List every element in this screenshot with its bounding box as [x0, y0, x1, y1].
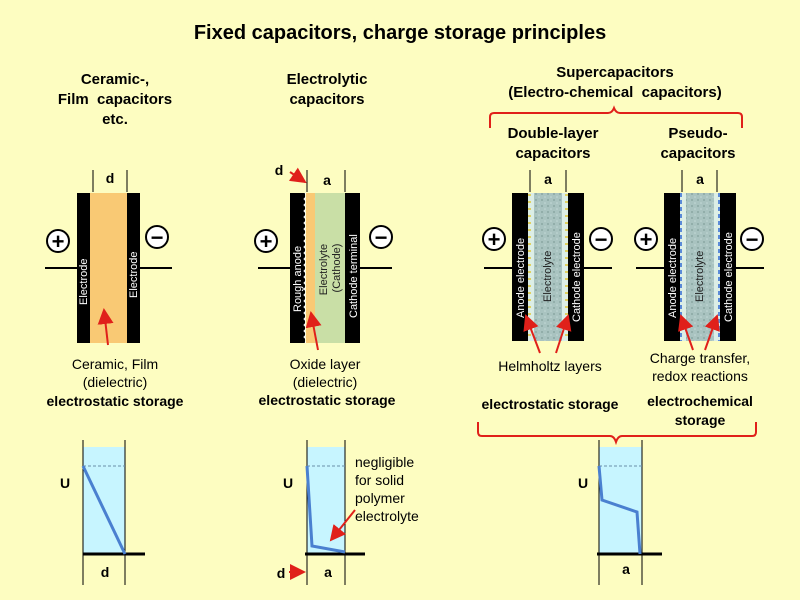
graph-electrolytic-x-a: a — [324, 564, 332, 580]
dim-d-electrolytic: d — [275, 162, 284, 178]
pseudo-cathode-label: Cathode electrode — [723, 232, 735, 322]
graph-ceramic-x: d — [101, 564, 110, 580]
dim-a-pseudo: a — [696, 171, 704, 187]
plus-icon — [634, 227, 658, 251]
dl-cathode-label: Cathode electrode — [571, 232, 583, 322]
graph-electrolytic — [289, 440, 365, 585]
dl-electrolyte-label: Electrolyte — [542, 251, 554, 302]
plus-symbol: + — [52, 229, 65, 254]
electrolyte-line1: Electrolyte — [318, 244, 330, 295]
plus-icon — [46, 229, 70, 253]
graph-supercap-y: U — [578, 475, 588, 491]
heading-electrolytic: Electrolytic capacitors — [286, 71, 368, 108]
graph-supercap-x: a — [622, 561, 630, 577]
ceramic-electrode-right — [127, 193, 140, 343]
electrode-left-label: Electrode — [78, 259, 90, 305]
dim-a-electrolytic: a — [323, 172, 331, 188]
electrolyte-cathode-label: Electrolyte (Cathode) — [318, 241, 343, 295]
graph-electrolytic-y: U — [283, 475, 293, 491]
double-layer-storage: electrostatic storage — [481, 396, 619, 412]
graph-ceramic-y: U — [60, 475, 70, 491]
pseudo-capacitor — [634, 170, 764, 351]
graph-ceramic — [81, 440, 145, 585]
electrolytic-storage: electrostatic storage — [258, 392, 396, 408]
pseudo-storage: electrochemical storage — [647, 393, 753, 428]
plus-symbol: + — [260, 229, 273, 254]
plus-icon — [254, 229, 278, 253]
pseudo-electrolyte-label: Electrolyte — [694, 251, 706, 302]
plus-icon — [482, 227, 506, 251]
electrode-right-label: Electrode — [128, 252, 140, 298]
dim-a-double-layer: a — [544, 171, 552, 187]
minus-icon — [740, 227, 764, 251]
heading-double-layer: Double-layer capacitors — [507, 125, 599, 162]
plus-symbol: + — [640, 227, 653, 252]
electrolytic-graph-note: negligible for solid polymer electrolyte — [355, 454, 419, 524]
heading-supercapacitors: Supercapacitors (Electro-chemical capaci… — [508, 64, 722, 101]
electrolyte-line2: (Cathode) — [331, 244, 343, 293]
dl-anode-label: Anode electrode — [515, 238, 527, 318]
supercap-top-bracket — [489, 105, 743, 128]
pseudo-note: Charge transfer, redox reactions — [649, 350, 751, 384]
minus-symbol: − — [151, 225, 164, 250]
plus-symbol: + — [488, 227, 501, 252]
minus-symbol: − — [746, 227, 759, 252]
cathode-terminal-label: Cathode terminal — [348, 234, 360, 318]
double-layer-capacitor — [482, 170, 613, 354]
minus-icon — [589, 227, 613, 251]
ceramic-electrode-left — [77, 193, 90, 343]
page-title: Fixed capacitors, charge storage princip… — [193, 22, 607, 44]
electrolytic-note: Oxide layer (dielectric) — [289, 356, 361, 390]
ceramic-note: Ceramic, Film (dielectric) — [71, 356, 159, 390]
electrolytic-capacitor — [254, 167, 393, 351]
minus-symbol: − — [595, 227, 608, 252]
pseudo-anode-label: Anode electrode — [667, 238, 679, 318]
supercap-bottom-bracket — [477, 422, 757, 446]
minus-icon — [369, 225, 393, 249]
heading-ceramic: Ceramic-, Film capacitors etc. — [57, 71, 173, 128]
minus-symbol: − — [375, 225, 388, 250]
rough-anode-label: Rough anode — [292, 246, 304, 312]
ceramic-storage: electrostatic storage — [46, 393, 184, 409]
graph-electrolytic-x-d: d — [277, 565, 286, 581]
ceramic-dielectric — [90, 193, 127, 343]
heading-pseudo: Pseudo- capacitors — [660, 125, 736, 162]
graph-supercap — [597, 440, 662, 585]
double-layer-note: Helmholtz layers — [498, 358, 602, 374]
ceramic-capacitor — [45, 170, 172, 346]
minus-icon — [145, 225, 169, 249]
dim-d-ceramic: d — [106, 170, 115, 186]
